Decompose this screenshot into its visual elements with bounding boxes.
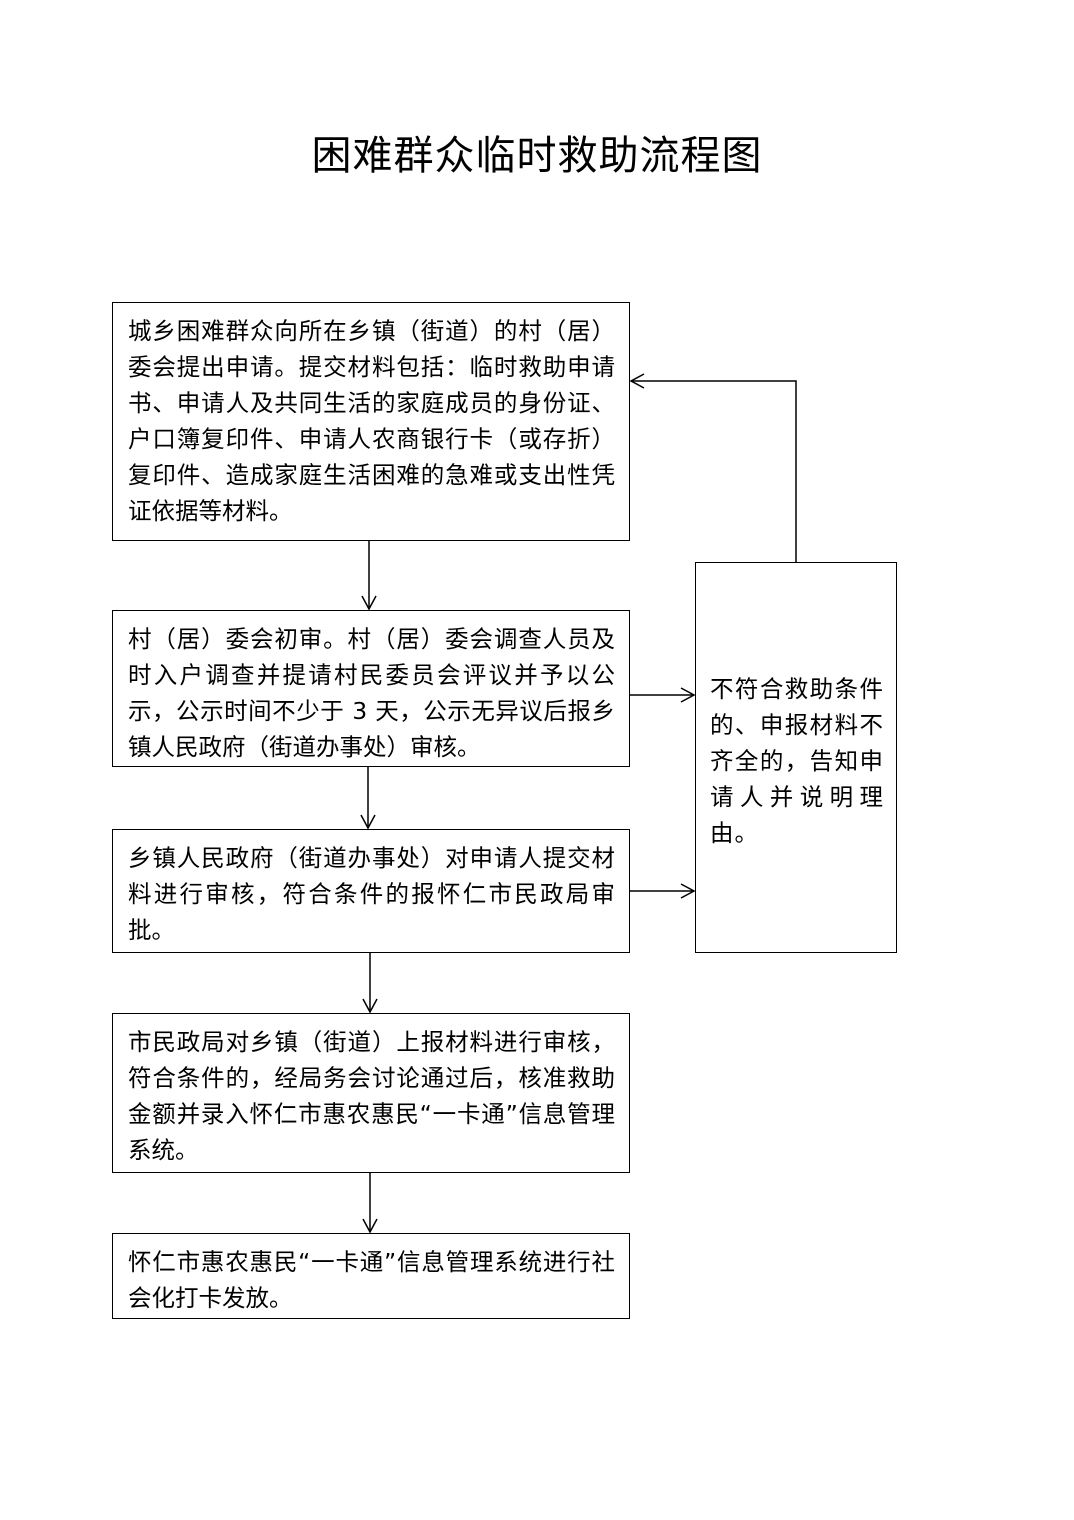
arrow-rejection-to-step1 (629, 373, 797, 562)
flow-step-rejection-notice: 不符合救助条件的、申报材料不齐全的，告知申请人并说明理由。 (695, 562, 897, 953)
flow-step-township-review: 乡镇人民政府（街道办事处）对申请人提交材料进行审核，符合条件的报怀仁市民政局审批… (112, 829, 630, 953)
flow-step-civil-affairs-approval: 市民政局对乡镇（街道）上报材料进行审核，符合条件的，经局务会讨论通过后，核准救助… (112, 1013, 630, 1173)
arrow-step3-to-step4 (362, 953, 378, 1014)
flow-step-payment-distribution: 怀仁市惠农惠民“一卡通”信息管理系统进行社会化打卡发放。 (112, 1233, 630, 1319)
arrow-step3-to-rejection (630, 883, 696, 899)
arrow-step1-to-step2 (361, 541, 377, 611)
arrow-step2-to-rejection (630, 687, 696, 703)
flow-step-application: 城乡困难群众向所在乡镇（街道）的村（居）委会提出申请。提交材料包括：临时救助申请… (112, 302, 630, 541)
arrow-step4-to-step5 (362, 1173, 378, 1234)
arrow-step2-to-step3 (360, 767, 376, 830)
flow-step-village-review: 村（居）委会初审。村（居）委会调查人员及时入户调查并提请村民委员会评议并予以公示… (112, 610, 630, 767)
page-title: 困难群众临时救助流程图 (311, 133, 763, 179)
